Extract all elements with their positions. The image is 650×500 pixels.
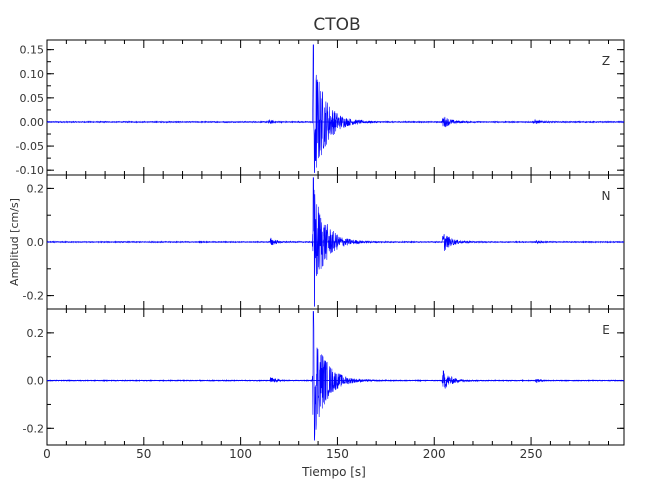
x-tick-label: 0 [43,447,51,461]
x-axis-label: Tiempo [s] [301,465,366,479]
waveform-trace [46,311,625,441]
panel-frame [46,308,625,446]
y-tick-label: 0.2 [27,327,45,340]
y-tick-label: -0.2 [23,290,44,303]
y-tick-label: 0.0 [27,236,45,249]
x-tick-label: 100 [229,447,252,461]
x-tick-label: 50 [136,447,151,461]
x-tick-label: 250 [520,447,543,461]
y-tick-label: -0.2 [23,422,44,435]
y-tick-label: 0.0 [27,375,45,388]
y-tick-label: 0.15 [20,44,45,57]
x-tick-label: 150 [326,447,349,461]
y-tick-label: 0.05 [20,92,45,105]
panel-frame [46,39,625,176]
y-tick-label: 0.2 [27,182,45,195]
waveform-trace [46,44,625,173]
panels-group: -0.10-0.050.000.050.100.15Z-0.20.00.2N-0… [16,39,625,461]
component-label: N [602,189,611,203]
y-tick-label: -0.10 [16,164,44,177]
x-tick-label: 200 [423,447,446,461]
component-label: E [602,323,610,337]
component-label: Z [602,54,610,68]
y-tick-label: 0.10 [20,68,45,81]
y-axis-label: Amplitud [cm/s] [8,198,21,286]
chart-title: CTOB [313,15,360,35]
y-tick-label: 0.00 [20,116,45,129]
y-tick-label: -0.05 [16,140,44,153]
